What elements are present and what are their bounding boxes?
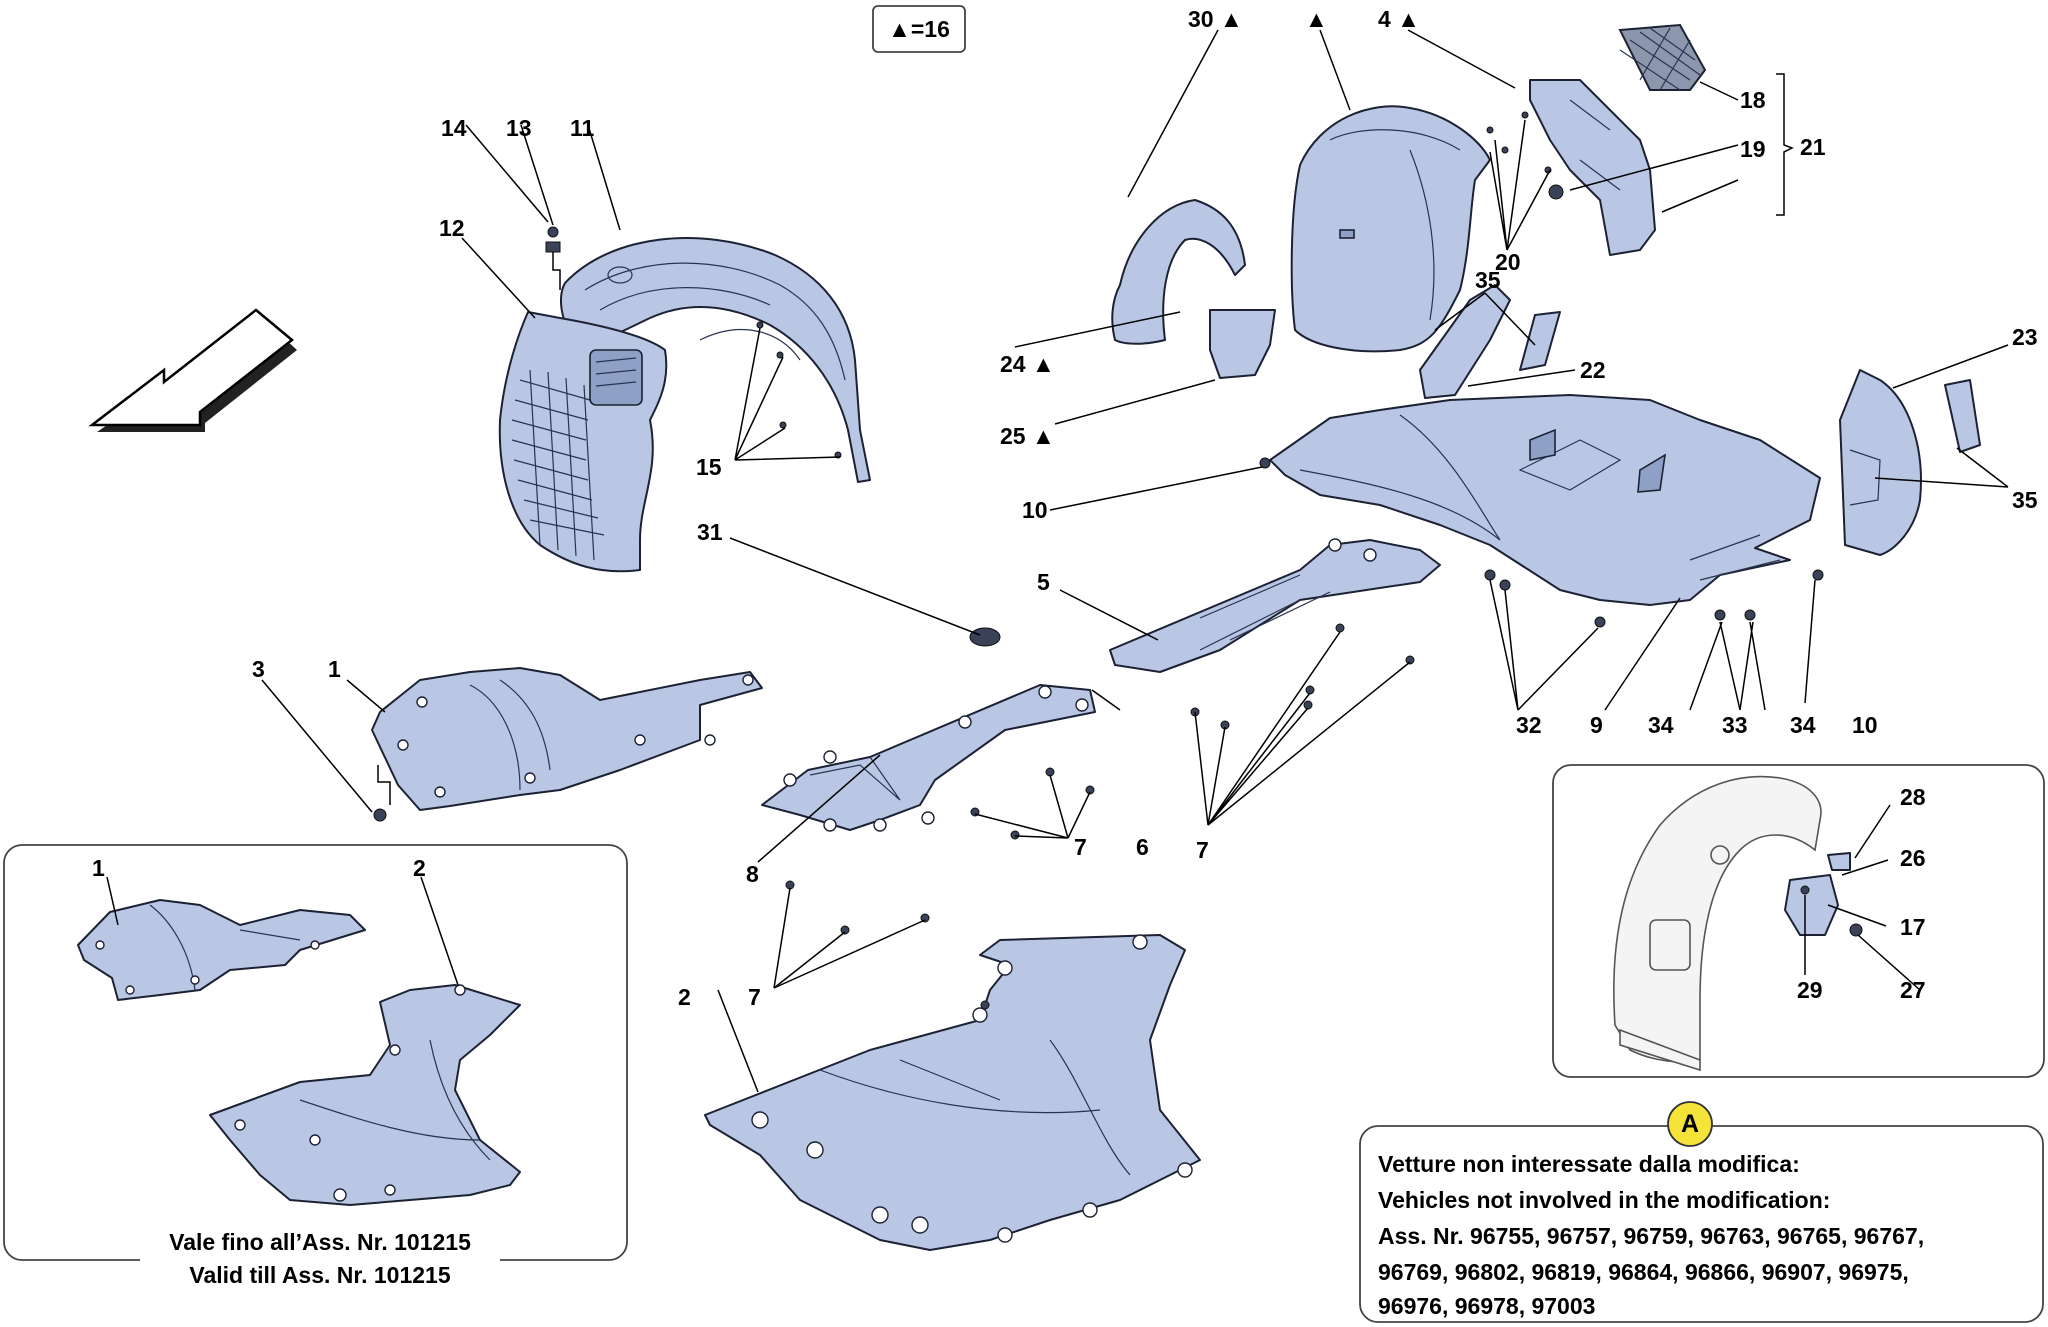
svg-text:14: 14	[441, 115, 467, 141]
svg-text:2: 2	[413, 855, 426, 881]
svg-text:29: 29	[1797, 977, 1823, 1003]
svg-text:1: 1	[92, 855, 105, 881]
svg-text:9: 9	[1590, 712, 1603, 738]
quantity-legend: ▲=16	[872, 5, 966, 53]
svg-text:Ass. Nr. 96755, 96757, 96759,: Ass. Nr. 96755, 96757, 96759, 96763, 967…	[1378, 1223, 1924, 1249]
svg-text:10: 10	[1852, 712, 1878, 738]
svg-text:20: 20	[1495, 249, 1521, 275]
svg-text:7: 7	[748, 984, 761, 1010]
svg-text:35: 35	[2012, 487, 2038, 513]
inset-validity-en: Valid till Ass. Nr. 101215	[189, 1262, 450, 1288]
svg-text:17: 17	[1900, 914, 1926, 940]
svg-text:18: 18	[1740, 87, 1766, 113]
svg-text:5: 5	[1037, 569, 1050, 595]
svg-text:8: 8	[746, 861, 759, 887]
svg-text:33: 33	[1722, 712, 1748, 738]
svg-text:▲: ▲	[1305, 6, 1328, 32]
svg-text:34: 34	[1790, 712, 1816, 738]
side-underbody-panel	[371, 667, 763, 811]
badge-a-icon	[1667, 1101, 1713, 1147]
svg-text:2: 2	[678, 984, 691, 1010]
rear-liner-bracket	[1529, 79, 1656, 256]
svg-text:34: 34	[1648, 712, 1674, 738]
pad-35	[1519, 311, 1561, 371]
svg-text:7: 7	[1074, 834, 1087, 860]
front-underbody-panel	[704, 934, 1201, 1251]
inset-previous-version: 1 2 Vale fino all’Ass. Nr. 101215 Valid …	[3, 844, 628, 1294]
svg-text:Vehicles not involved in the m: Vehicles not involved in the modificatio…	[1378, 1187, 1830, 1213]
pad-35b	[1944, 379, 1981, 453]
bracket-25	[1209, 309, 1276, 379]
upper-center-plate	[1109, 538, 1441, 673]
rear-underbody-tray	[1269, 394, 1821, 606]
svg-text:31: 31	[697, 519, 723, 545]
svg-text:26: 26	[1900, 845, 1926, 871]
svg-text:▲=16: ▲=16	[888, 16, 950, 42]
svg-text:35: 35	[1475, 267, 1501, 293]
front-grille-arch-liner	[498, 311, 668, 573]
svg-text:Vetture non interessate dalla: Vetture non interessate dalla modifica:	[1378, 1151, 1800, 1177]
inset-validity-it: Vale fino all’Ass. Nr. 101215	[169, 1229, 471, 1255]
svg-text:7: 7	[1196, 837, 1209, 863]
svg-text:32: 32	[1516, 712, 1542, 738]
svg-text:A: A	[1681, 1110, 1699, 1138]
center-underbody-plate	[761, 684, 1096, 832]
svg-text:96769, 96802, 96819, 96864, 96: 96769, 96802, 96819, 96864, 96866, 96907…	[1378, 1259, 1909, 1285]
screw-3	[373, 808, 387, 822]
liner-cover-24	[1111, 199, 1246, 345]
svg-text:11: 11	[570, 115, 595, 141]
svg-text:21: 21	[1800, 134, 1826, 160]
mesh-screen-18	[1618, 23, 1707, 91]
nut-14	[545, 241, 561, 253]
svg-text:27: 27	[1900, 977, 1926, 1003]
note-a: A Vetture non interessate dalla modifica…	[1359, 1101, 2044, 1323]
svg-text:28: 28	[1900, 784, 1926, 810]
callout-labels: 30 ▲ ▲ 4 ▲ 18 19 21 20 35 22 23 35 24 ▲ …	[252, 6, 2038, 1010]
side-bracket-22	[1419, 284, 1511, 399]
svg-text:19: 19	[1740, 136, 1766, 162]
fasteners	[756, 111, 1824, 1010]
svg-text:6: 6	[1136, 834, 1149, 860]
svg-text:23: 23	[2012, 324, 2038, 350]
svg-text:15: 15	[696, 454, 722, 480]
svg-text:10: 10	[1022, 497, 1048, 523]
svg-text:13: 13	[506, 115, 532, 141]
svg-text:12: 12	[439, 215, 465, 241]
rear-wheel-arch-liner	[1290, 105, 1491, 353]
leader-lines	[261, 29, 2009, 1093]
svg-text:22: 22	[1580, 357, 1606, 383]
svg-text:4 ▲: 4 ▲	[1378, 6, 1420, 32]
svg-text:96976, 96978, 97003: 96976, 96978, 97003	[1378, 1293, 1595, 1319]
bolt-13	[547, 226, 559, 238]
rear-right-guard	[1839, 369, 1922, 556]
grommet-19	[1548, 184, 1564, 200]
svg-text:3: 3	[252, 656, 265, 682]
svg-text:25 ▲: 25 ▲	[1000, 423, 1055, 449]
svg-text:1: 1	[328, 656, 341, 682]
svg-text:30 ▲: 30 ▲	[1188, 6, 1243, 32]
arrow-left-down-icon	[88, 308, 297, 432]
inset-fender-detail: 28 26 17 27 29	[1552, 764, 2045, 1078]
svg-text:24 ▲: 24 ▲	[1000, 351, 1055, 377]
